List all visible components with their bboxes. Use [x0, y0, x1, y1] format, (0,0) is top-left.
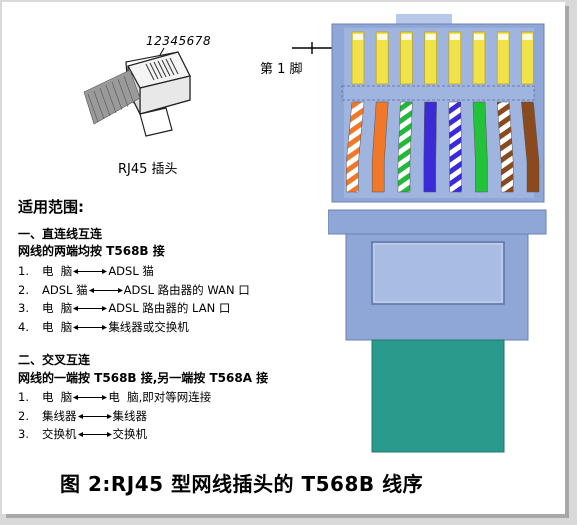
row-left-device: 电 脑 — [42, 319, 73, 334]
contact-pin — [520, 31, 534, 85]
contact-pin — [424, 31, 437, 85]
pin-numbers: 12345678 — [146, 34, 212, 48]
plug-collar — [328, 209, 547, 235]
figure-caption: 图 2:RJ45 型网线插头的 T568B 线序 — [60, 472, 424, 496]
wire-body — [371, 101, 389, 193]
pin1-label: 第 1 脚 — [260, 62, 303, 77]
row-right-device: 集线器 — [112, 408, 148, 423]
contact-pin — [351, 31, 365, 85]
contact-pin — [400, 31, 413, 85]
connection-row: 2. 集线器 集线器 — [18, 408, 147, 424]
row-number: 1. — [18, 390, 29, 404]
row-right-device: ADSL 猫 — [108, 264, 154, 278]
row-left-device: 电 脑 — [42, 264, 73, 278]
double-arrow-icon — [88, 287, 123, 293]
contact-highlight — [425, 34, 436, 40]
wire-body — [521, 101, 540, 193]
scope-title: 适用范围: — [18, 198, 84, 216]
row-right-device: ADSL 路由器的 LAN 口 — [108, 301, 231, 315]
connection-row: 3. 交换机 交换机 — [18, 426, 147, 442]
straight-subheading: 网线的两端均按 T568B 接 — [18, 244, 165, 258]
wire-group — [346, 31, 540, 193]
rj45-small-illustration: 12345678 — [60, 18, 230, 177]
rj45-plug-sketch — [83, 47, 191, 137]
row-number: 4. — [18, 319, 29, 334]
row-number: 3. — [18, 427, 29, 441]
wire-blue — [423, 31, 437, 193]
contact-highlight — [377, 34, 388, 40]
contact-highlight — [498, 34, 509, 40]
contact-pin — [472, 31, 486, 85]
wire-body — [423, 101, 437, 193]
row-number: 2. — [18, 282, 29, 297]
connection-row: 1. 电 脑 ADSL 猫 — [18, 263, 154, 279]
wire-white-blue — [448, 31, 462, 193]
row-right-device: 集线器或交换机 — [108, 319, 189, 334]
row-left-device: 电 脑 — [42, 390, 73, 404]
row-right-device: 交换机 — [112, 427, 148, 441]
contact-highlight — [522, 34, 533, 40]
row-number: 3. — [18, 301, 29, 315]
contact-highlight — [353, 34, 363, 40]
latch-window-inner — [373, 243, 503, 303]
wire-body — [496, 101, 514, 193]
cross-subheading: 网线的一端按 T568B 接,另一端按 T568A 接 — [18, 371, 269, 385]
straight-heading: 一、直连线互连 — [18, 227, 103, 241]
wire-green — [472, 31, 488, 193]
row-right-device: ADSL 路由器的 WAN 口 — [123, 282, 250, 297]
row-number: 2. — [18, 408, 29, 423]
double-arrow-icon — [73, 306, 108, 311]
wire-body — [472, 101, 488, 193]
row-left-device: 电 脑 — [42, 301, 73, 315]
plug-top-tab — [396, 14, 452, 24]
contact-highlight — [474, 34, 484, 40]
connection-row: 3. 电 脑 ADSL 路由器的 LAN 口 — [18, 300, 230, 316]
wire-body — [346, 101, 365, 193]
connection-row: 4. 电 脑 集线器或交换机 — [18, 319, 189, 335]
contact-highlight — [401, 34, 412, 40]
connection-row: 2. ADSL 猫 ADSL 路由器的 WAN 口 — [18, 282, 250, 298]
row-number: 1. — [18, 264, 29, 278]
rj45-t568b-diagram — [328, 14, 547, 453]
cable-boot — [371, 339, 505, 453]
wire-orange — [371, 31, 389, 193]
wire-body — [397, 101, 413, 193]
wire-white-green — [397, 31, 413, 193]
row-left-device: 交换机 — [42, 427, 77, 441]
crimp-line — [341, 85, 535, 101]
latch-window — [371, 241, 505, 305]
contact-highlight — [449, 34, 460, 40]
double-arrow-icon — [73, 395, 108, 400]
double-arrow-icon — [73, 324, 108, 330]
row-right-device: 电 脑,即对等网连接 — [108, 390, 212, 404]
row-left-device: ADSL 猫 — [42, 282, 88, 297]
wire-white-orange — [346, 31, 365, 193]
double-arrow-icon — [73, 269, 108, 274]
wire-brown — [520, 31, 540, 193]
double-arrow-icon — [77, 413, 112, 419]
contact-pin — [448, 31, 462, 85]
contact-pin — [496, 31, 510, 85]
connection-row: 1. 电 脑 电 脑,即对等网连接 — [18, 389, 211, 405]
double-arrow-icon — [77, 432, 112, 437]
row-left-device: 集线器 — [42, 408, 77, 423]
wire-white-brown — [496, 31, 514, 193]
contact-pin — [375, 31, 389, 85]
wire-body — [448, 101, 462, 193]
cross-heading: 二、交叉互连 — [18, 353, 91, 367]
plug-illustration-label: RJ45 插头 — [118, 162, 178, 177]
